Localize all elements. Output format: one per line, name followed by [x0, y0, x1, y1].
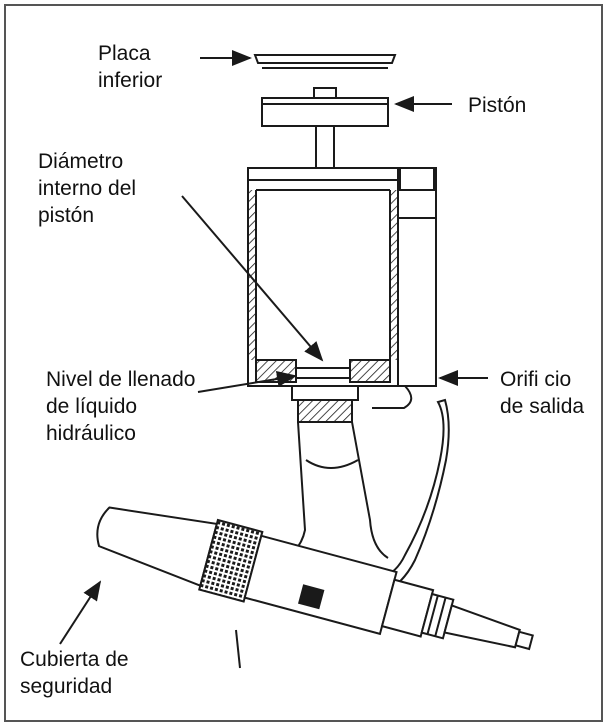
label-diametro-interno: Diámetro interno del pistón: [38, 150, 137, 227]
side-reservoir: [397, 167, 437, 387]
arrow-nivel: [197, 371, 297, 393]
label-orificio-salida: Orifi cio de salida: [500, 368, 585, 418]
label-cubierta-seguridad: Cubierta de seguridad: [20, 648, 129, 698]
piston-head: [261, 87, 389, 127]
arrow-cubierta: [59, 580, 102, 645]
bottom-plate: [253, 54, 397, 69]
label-nivel-llenado: Nivel de llenado de líquido hidráulico: [46, 368, 196, 445]
coupling: [291, 385, 413, 423]
cylinder: [247, 167, 399, 387]
arrow-diametro: [181, 195, 324, 362]
tool-body: [96, 506, 534, 651]
label-piston: Pistón: [468, 94, 527, 117]
label-placa-inferior: Placa inferior: [98, 42, 163, 92]
